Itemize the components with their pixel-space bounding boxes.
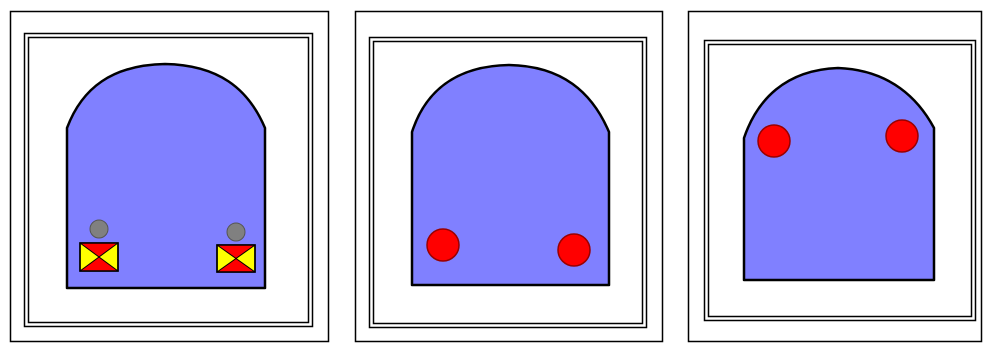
panel-3 [689, 12, 982, 342]
panel-2 [356, 12, 663, 342]
red-lamp-left-icon [427, 229, 459, 261]
red-lamp-left-icon [758, 125, 790, 157]
grey-lamp-right-icon [227, 223, 245, 241]
crossed-box-right-icon [217, 245, 255, 272]
grey-lamp-left-icon [90, 220, 108, 238]
signal-body [744, 68, 934, 280]
red-lamp-right-icon [886, 120, 918, 152]
crossed-box-left-icon [80, 243, 118, 271]
red-lamp-right-icon [558, 234, 590, 266]
panel-1 [11, 12, 329, 342]
